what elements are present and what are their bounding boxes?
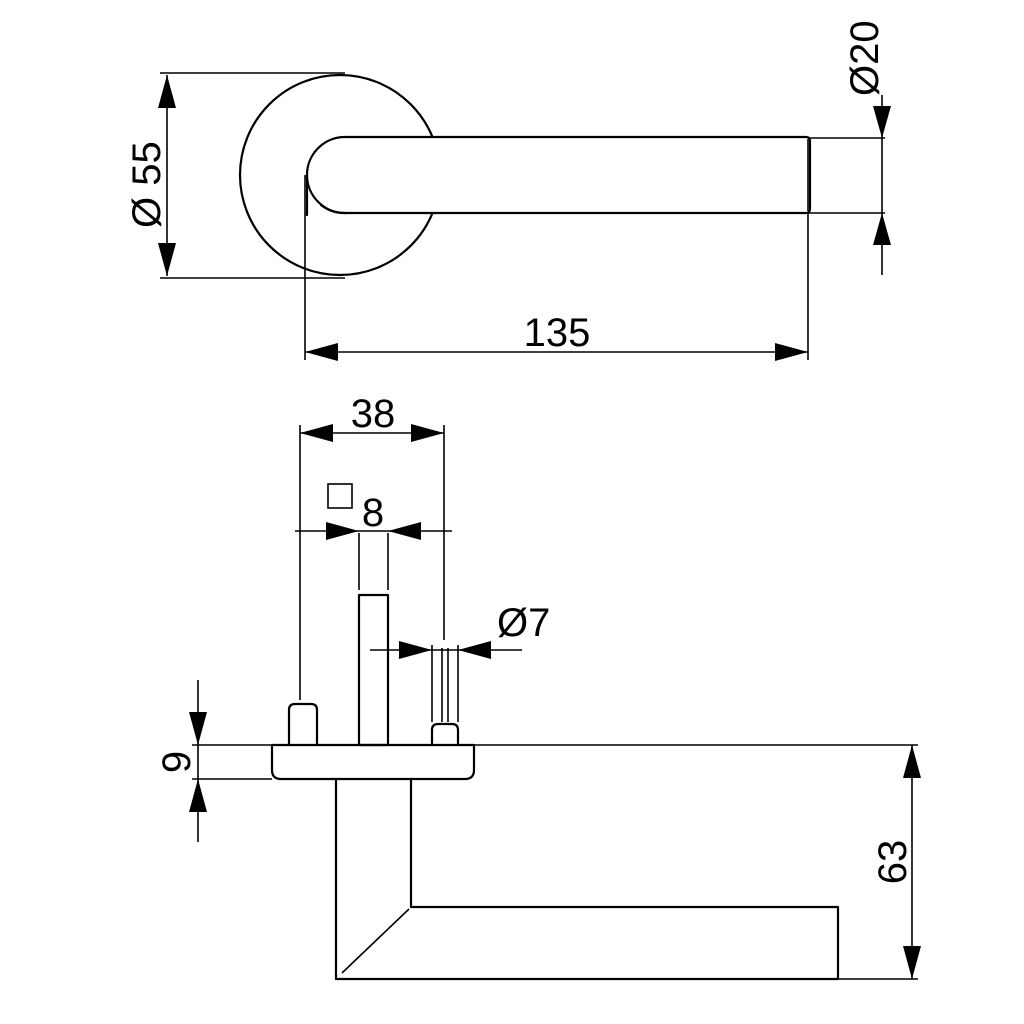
lever-side-outline — [334, 777, 840, 981]
arrow-38-left — [300, 424, 333, 442]
arrow-handle-bottom — [873, 213, 891, 245]
dim-rose-diameter-label: Ø 55 — [125, 141, 169, 228]
square-spindle — [357, 593, 390, 747]
arrow-63-top — [903, 745, 921, 778]
lever-top-outline — [305, 135, 812, 217]
dim-length-label: 135 — [524, 311, 591, 355]
arrow-handle-top — [873, 106, 891, 138]
dim-7-label: Ø7 — [497, 601, 550, 645]
arrow-8-left — [326, 522, 359, 540]
arrow-7-right — [458, 641, 491, 659]
arrow-length-right — [775, 343, 808, 361]
side-view: 38 □ 8 Ø7 9 63 — [155, 392, 921, 981]
dim-63-label: 63 — [871, 840, 915, 885]
dim-handle-diameter-label: Ø20 — [843, 20, 887, 96]
arrow-8-right — [388, 522, 421, 540]
arrow-9-bottom — [189, 779, 207, 812]
pin-right — [430, 722, 460, 747]
rose-plate — [270, 743, 476, 781]
top-view: Ø 55 Ø20 135 — [125, 20, 891, 361]
pin-left — [287, 702, 319, 747]
arrow-9-top — [189, 712, 207, 745]
arrow-rose-bottom — [158, 243, 176, 276]
arrow-length-left — [305, 343, 338, 361]
square-symbol-icon — [327, 483, 353, 509]
arrow-63-bottom — [903, 946, 921, 979]
dim-38-label: 38 — [351, 392, 396, 436]
lever-top-inner — [305, 173, 347, 215]
arrow-rose-top — [158, 75, 176, 108]
arrow-7-left — [399, 641, 432, 659]
dim-8-label: 8 — [362, 491, 384, 535]
dim-9-label: 9 — [155, 751, 199, 773]
lever-corner-line — [341, 908, 410, 974]
arrow-38-right — [411, 424, 444, 442]
